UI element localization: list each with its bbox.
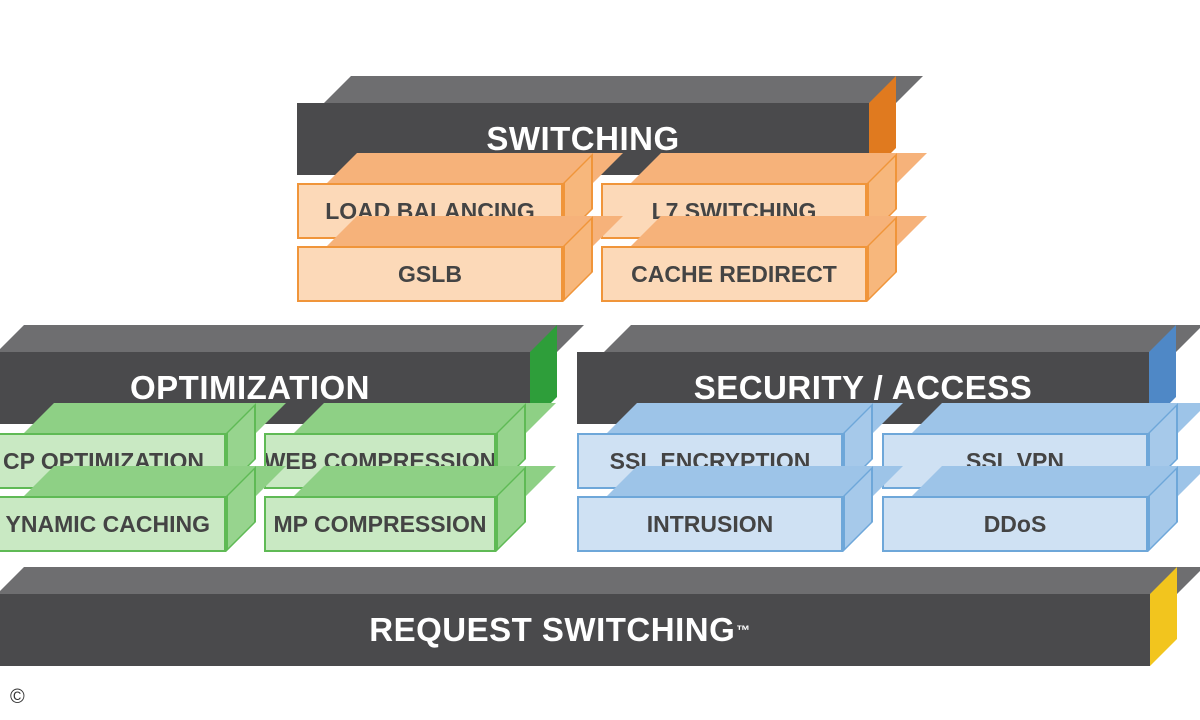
- copyright-symbol: ©: [10, 686, 25, 708]
- optimization-header-top-face: [0, 325, 584, 352]
- mp-compression-cell: MP COMPRESSION: [264, 466, 556, 552]
- dynamic-caching-cell-label: YNAMIC CACHING: [0, 496, 226, 552]
- mp-compression-cell-label: MP COMPRESSION: [264, 496, 496, 552]
- switching-header-top-face: [324, 76, 923, 103]
- ddos-cell: DDoS: [882, 466, 1200, 552]
- request-switching-bar-trademark: ™: [736, 622, 751, 638]
- ddos-cell-label: DDoS: [882, 496, 1148, 552]
- dynamic-caching-cell: YNAMIC CACHING: [0, 466, 286, 552]
- security-access-header-top-face: [604, 325, 1200, 352]
- gslb-cell-label: GSLB: [297, 246, 563, 302]
- cache-redirect-cell-label: CACHE REDIRECT: [601, 246, 867, 302]
- intrusion-cell: INTRUSION: [577, 466, 903, 552]
- intrusion-cell-label: INTRUSION: [577, 496, 843, 552]
- gslb-cell: GSLB: [297, 216, 623, 302]
- request-switching-bar-top-face: [0, 567, 1200, 594]
- cache-redirect-cell: CACHE REDIRECT: [601, 216, 927, 302]
